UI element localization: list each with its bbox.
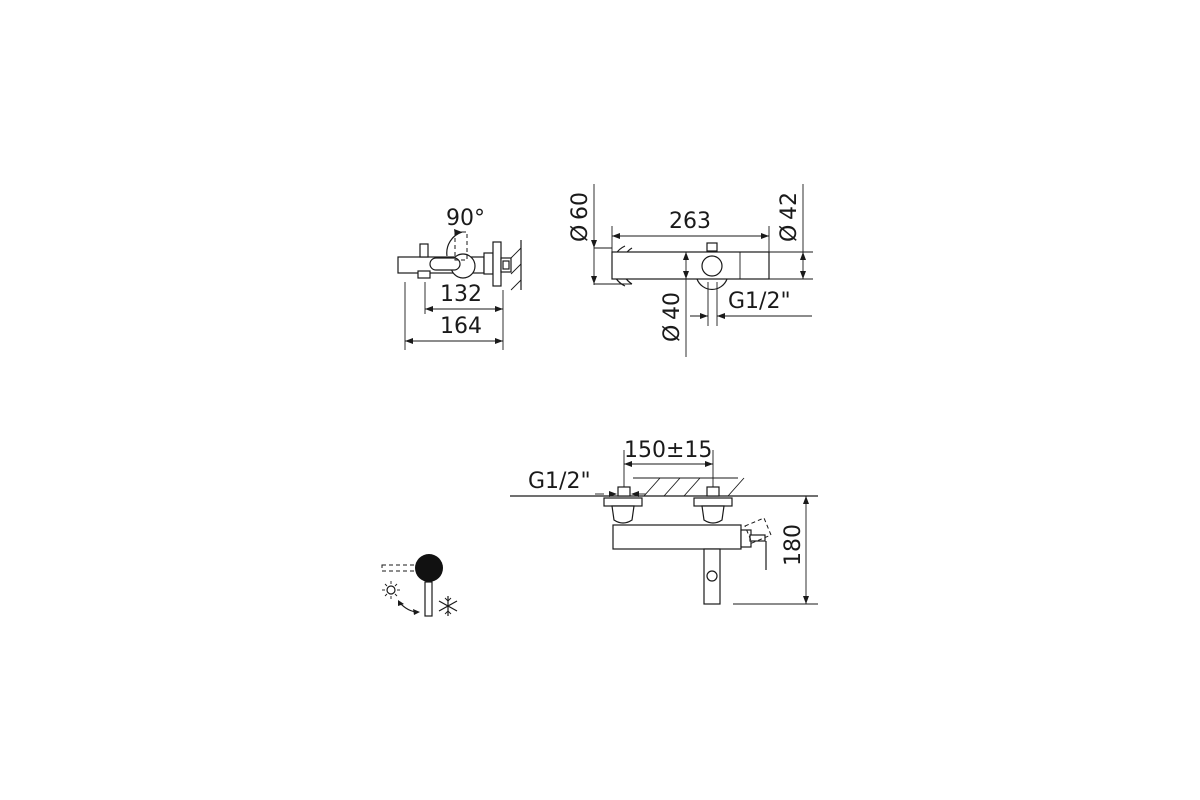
sun-icon	[382, 581, 400, 599]
dia-40-label: 40	[660, 292, 685, 320]
dia-60-label: 60	[568, 192, 593, 220]
front-view: 150±15 G1/2" 180	[510, 438, 818, 605]
dia-42-label: 42	[777, 192, 802, 220]
snowflake-icon	[438, 596, 458, 616]
temperature-legend	[381, 554, 458, 617]
length-263-label: 263	[669, 209, 711, 234]
thread-label-top: G1/2"	[728, 289, 791, 314]
height-180-label: 180	[781, 524, 806, 566]
dia-symbol-40: Ø	[660, 325, 685, 342]
top-view: Ø 60 263 Ø 42 Ø 40 G1/	[568, 184, 813, 357]
dia-symbol-60: Ø	[568, 225, 593, 242]
dia-symbol-42: Ø	[777, 225, 802, 242]
center-distance-label: 150±15	[624, 438, 712, 463]
dim-164-label: 164	[440, 314, 482, 339]
side-view: 90° 132 164	[397, 206, 522, 350]
angle-label: 90°	[446, 206, 485, 231]
curved-arrow-icon	[398, 600, 420, 615]
thread-label-front: G1/2"	[528, 469, 591, 494]
handle-knob-icon	[415, 554, 443, 582]
dim-132-label: 132	[440, 282, 482, 307]
